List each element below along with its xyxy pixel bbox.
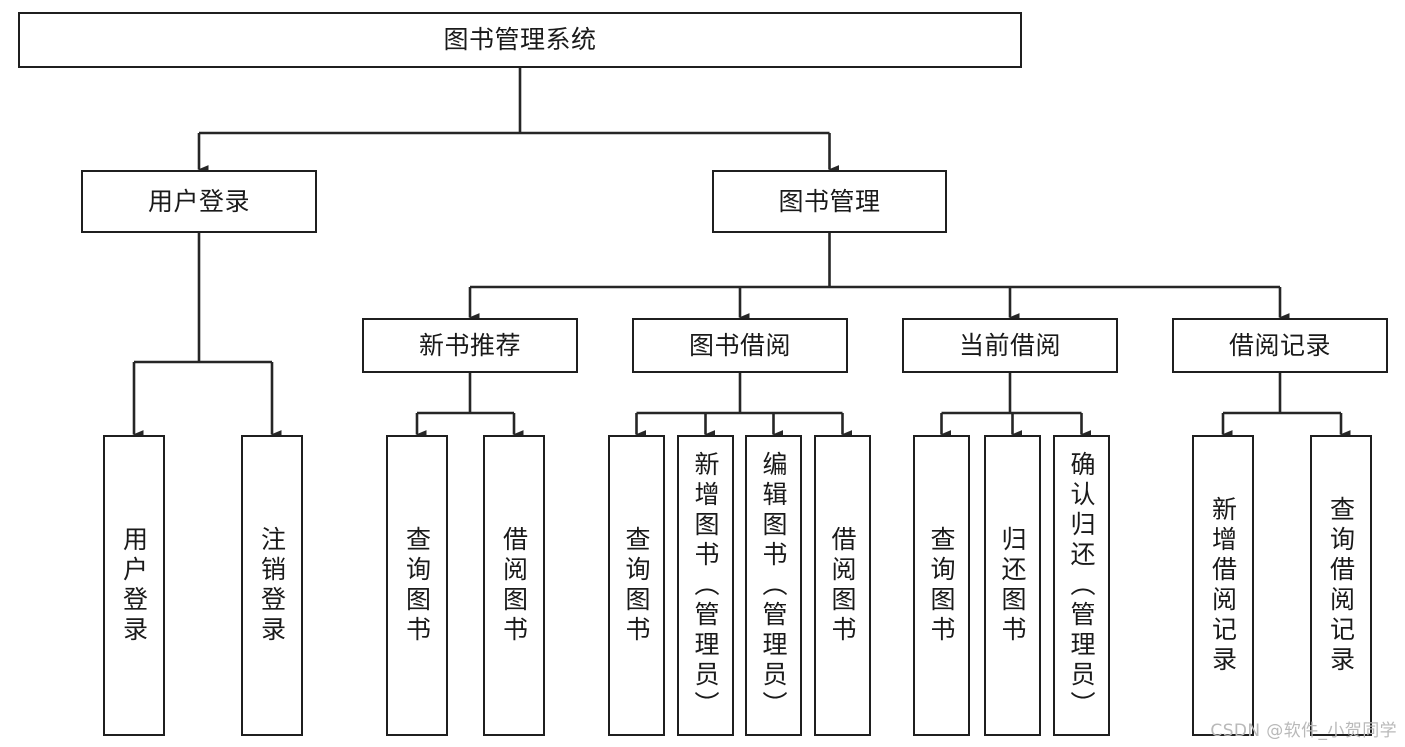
node-user-login[interactable]: 用户登录 — [81, 170, 317, 233]
node-label-leaf-cb-query-book: 查询图书 — [927, 525, 956, 646]
node-label-leaf-br-add-record: 新增借阅记录 — [1208, 495, 1238, 676]
node-label-root: 图书管理系统 — [443, 25, 597, 55]
node-new-book-rec[interactable]: 新书推荐 — [362, 318, 578, 373]
node-leaf-cb-return-book[interactable]: 归还图书 — [984, 435, 1041, 736]
node-label-new-book-rec: 新书推荐 — [418, 330, 521, 360]
node-label-leaf-br-query-record: 查询借阅记录 — [1326, 495, 1356, 676]
node-label-current-borrow: 当前借阅 — [958, 330, 1061, 360]
node-leaf-bb-edit-book[interactable]: 编辑图书（管理员） — [745, 435, 802, 736]
node-label-borrow-record: 借阅记录 — [1228, 330, 1331, 360]
node-label-leaf-rec-borrow-book: 借阅图书 — [499, 525, 529, 646]
node-leaf-rec-query-book[interactable]: 查询图书 — [386, 435, 448, 736]
node-label-leaf-rec-query-book: 查询图书 — [402, 525, 432, 646]
node-leaf-bb-query-book[interactable]: 查询图书 — [608, 435, 665, 736]
node-leaf-cb-query-book[interactable]: 查询图书 — [913, 435, 970, 736]
node-leaf-rec-borrow-book[interactable]: 借阅图书 — [483, 435, 545, 736]
node-leaf-cb-confirm-return[interactable]: 确认归还（管理员） — [1053, 435, 1110, 736]
node-label-leaf-cb-return-book: 归还图书 — [998, 525, 1027, 646]
watermark-text: CSDN @软件_小贺同学 — [1210, 721, 1397, 741]
node-label-leaf-bb-edit-book: 编辑图书（管理员） — [759, 450, 788, 721]
node-root[interactable]: 图书管理系统 — [18, 12, 1022, 68]
node-borrow-record[interactable]: 借阅记录 — [1172, 318, 1388, 373]
node-leaf-bb-add-book[interactable]: 新增图书（管理员） — [677, 435, 734, 736]
node-book-borrow[interactable]: 图书借阅 — [632, 318, 848, 373]
node-leaf-br-add-record[interactable]: 新增借阅记录 — [1192, 435, 1254, 736]
node-label-leaf-bb-query-book: 查询图书 — [622, 525, 651, 646]
node-label-leaf-user-login: 用户登录 — [119, 525, 149, 646]
node-book-manage[interactable]: 图书管理 — [712, 170, 947, 233]
node-label-user-login: 用户登录 — [147, 186, 250, 216]
node-label-leaf-cb-confirm-return: 确认归还（管理员） — [1067, 450, 1096, 721]
node-leaf-user-login[interactable]: 用户登录 — [103, 435, 165, 736]
node-leaf-bb-borrow-book[interactable]: 借阅图书 — [814, 435, 871, 736]
node-current-borrow[interactable]: 当前借阅 — [902, 318, 1118, 373]
node-leaf-br-query-record[interactable]: 查询借阅记录 — [1310, 435, 1372, 736]
node-label-book-manage: 图书管理 — [778, 186, 881, 216]
node-leaf-user-logout[interactable]: 注销登录 — [241, 435, 303, 736]
node-label-leaf-user-logout: 注销登录 — [257, 525, 287, 646]
node-label-leaf-bb-borrow-book: 借阅图书 — [828, 525, 857, 646]
node-label-leaf-bb-add-book: 新增图书（管理员） — [691, 450, 720, 721]
node-label-book-borrow: 图书借阅 — [688, 330, 791, 360]
